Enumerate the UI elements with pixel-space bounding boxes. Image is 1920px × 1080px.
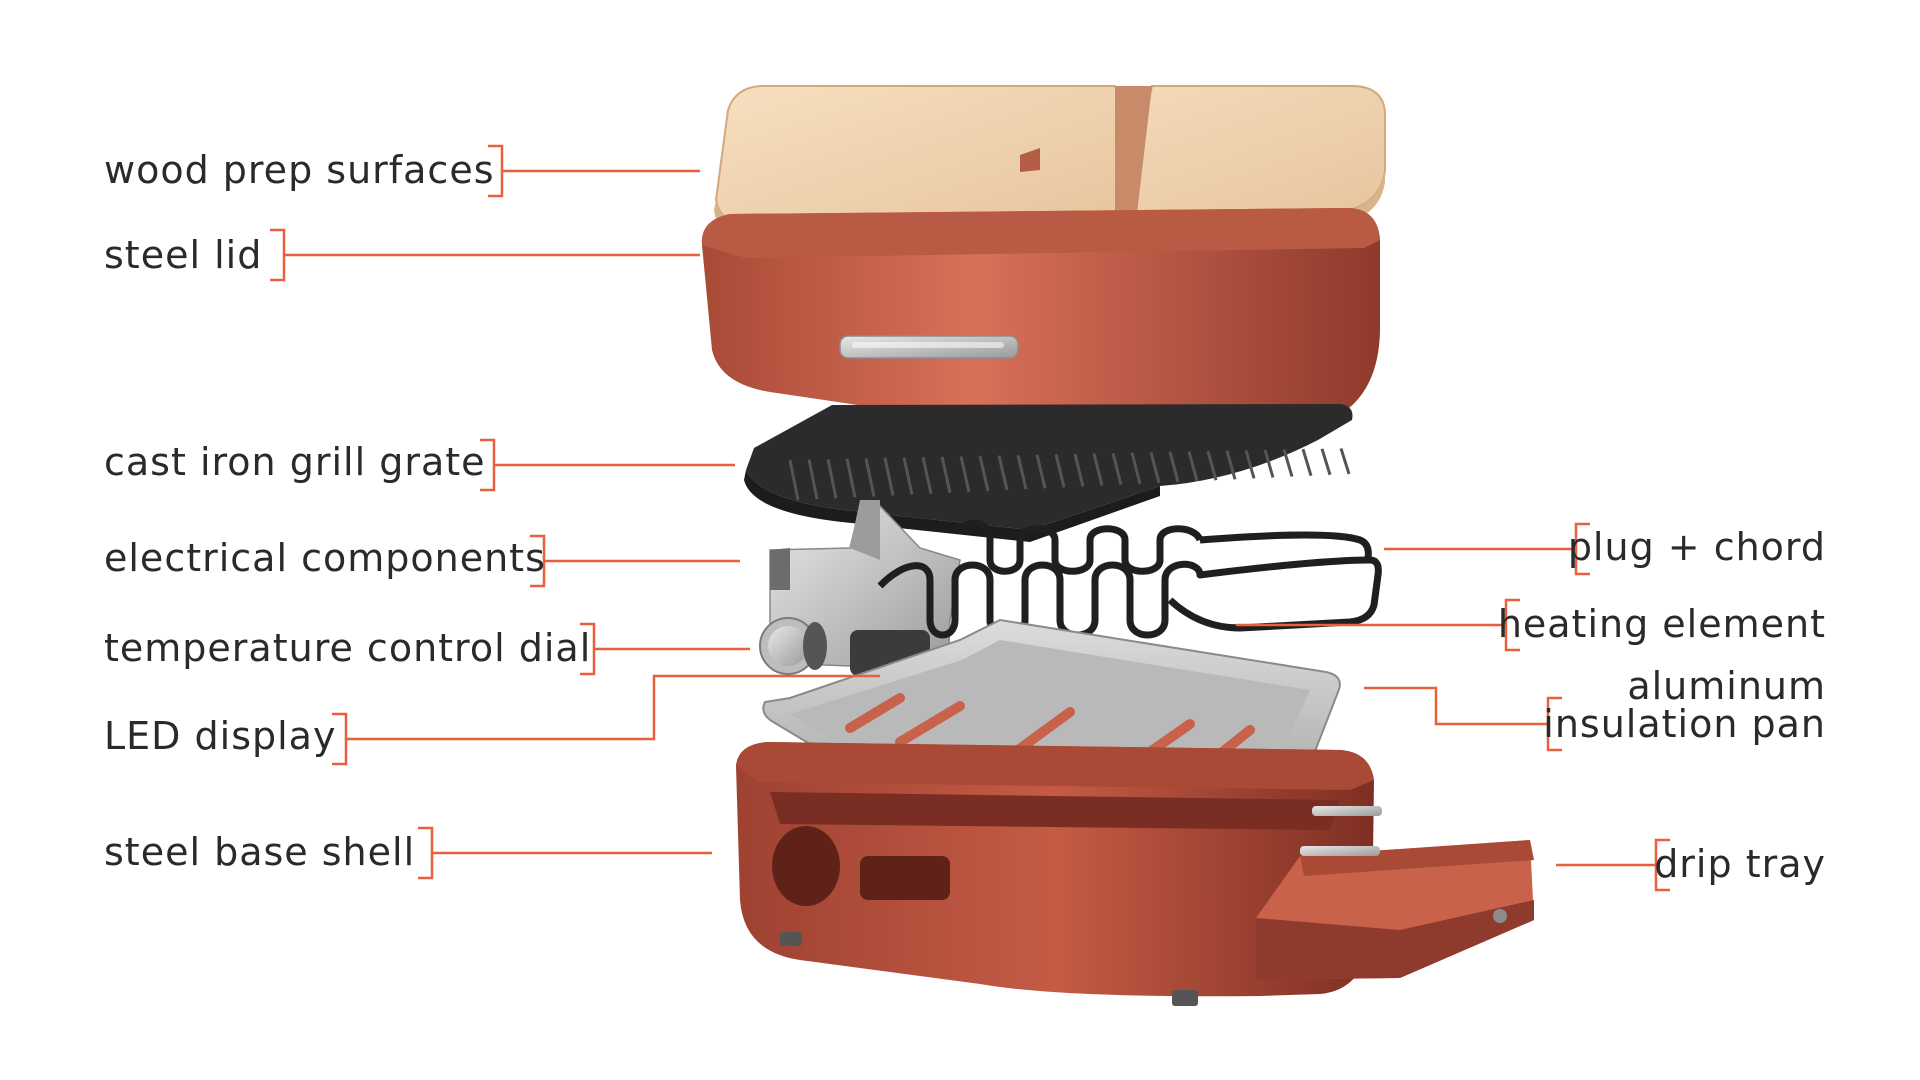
temperature-control-dial-part (759, 617, 827, 675)
leader-lines (270, 144, 1670, 892)
label-led-display: LED display (104, 714, 337, 758)
leader-led-display-line (346, 674, 880, 741)
label-temperature-control-dial: temperature control dial (104, 626, 592, 670)
label-aluminum: aluminum (1627, 664, 1826, 708)
steel-base-shell-part (736, 742, 1374, 1006)
heating-element-part (877, 519, 1382, 639)
leader-steel-lid-bracket (270, 228, 286, 282)
label-plug-chord: plug + chord (1567, 525, 1826, 569)
leader-insulation-pan-line (1364, 686, 1548, 726)
label-electrical-components: electrical components (104, 536, 546, 580)
cast-iron-grill-grate-part (744, 404, 1353, 542)
leader-steel-base-shell-bracket (418, 826, 434, 880)
label-steel-lid: steel lid (104, 233, 263, 277)
label-cast-iron-grill-grate: cast iron grill grate (104, 440, 486, 484)
steel-lid-part (701, 208, 1380, 435)
label-insulation-pan: insulation pan (1543, 702, 1826, 746)
label-wood-prep-surfaces: wood prep surfaces (104, 148, 495, 192)
drip-tray-part (1256, 806, 1534, 980)
label-heating-element: heating element (1497, 602, 1826, 646)
label-drip-tray: drip tray (1654, 842, 1826, 886)
label-steel-base-shell: steel base shell (104, 830, 416, 874)
